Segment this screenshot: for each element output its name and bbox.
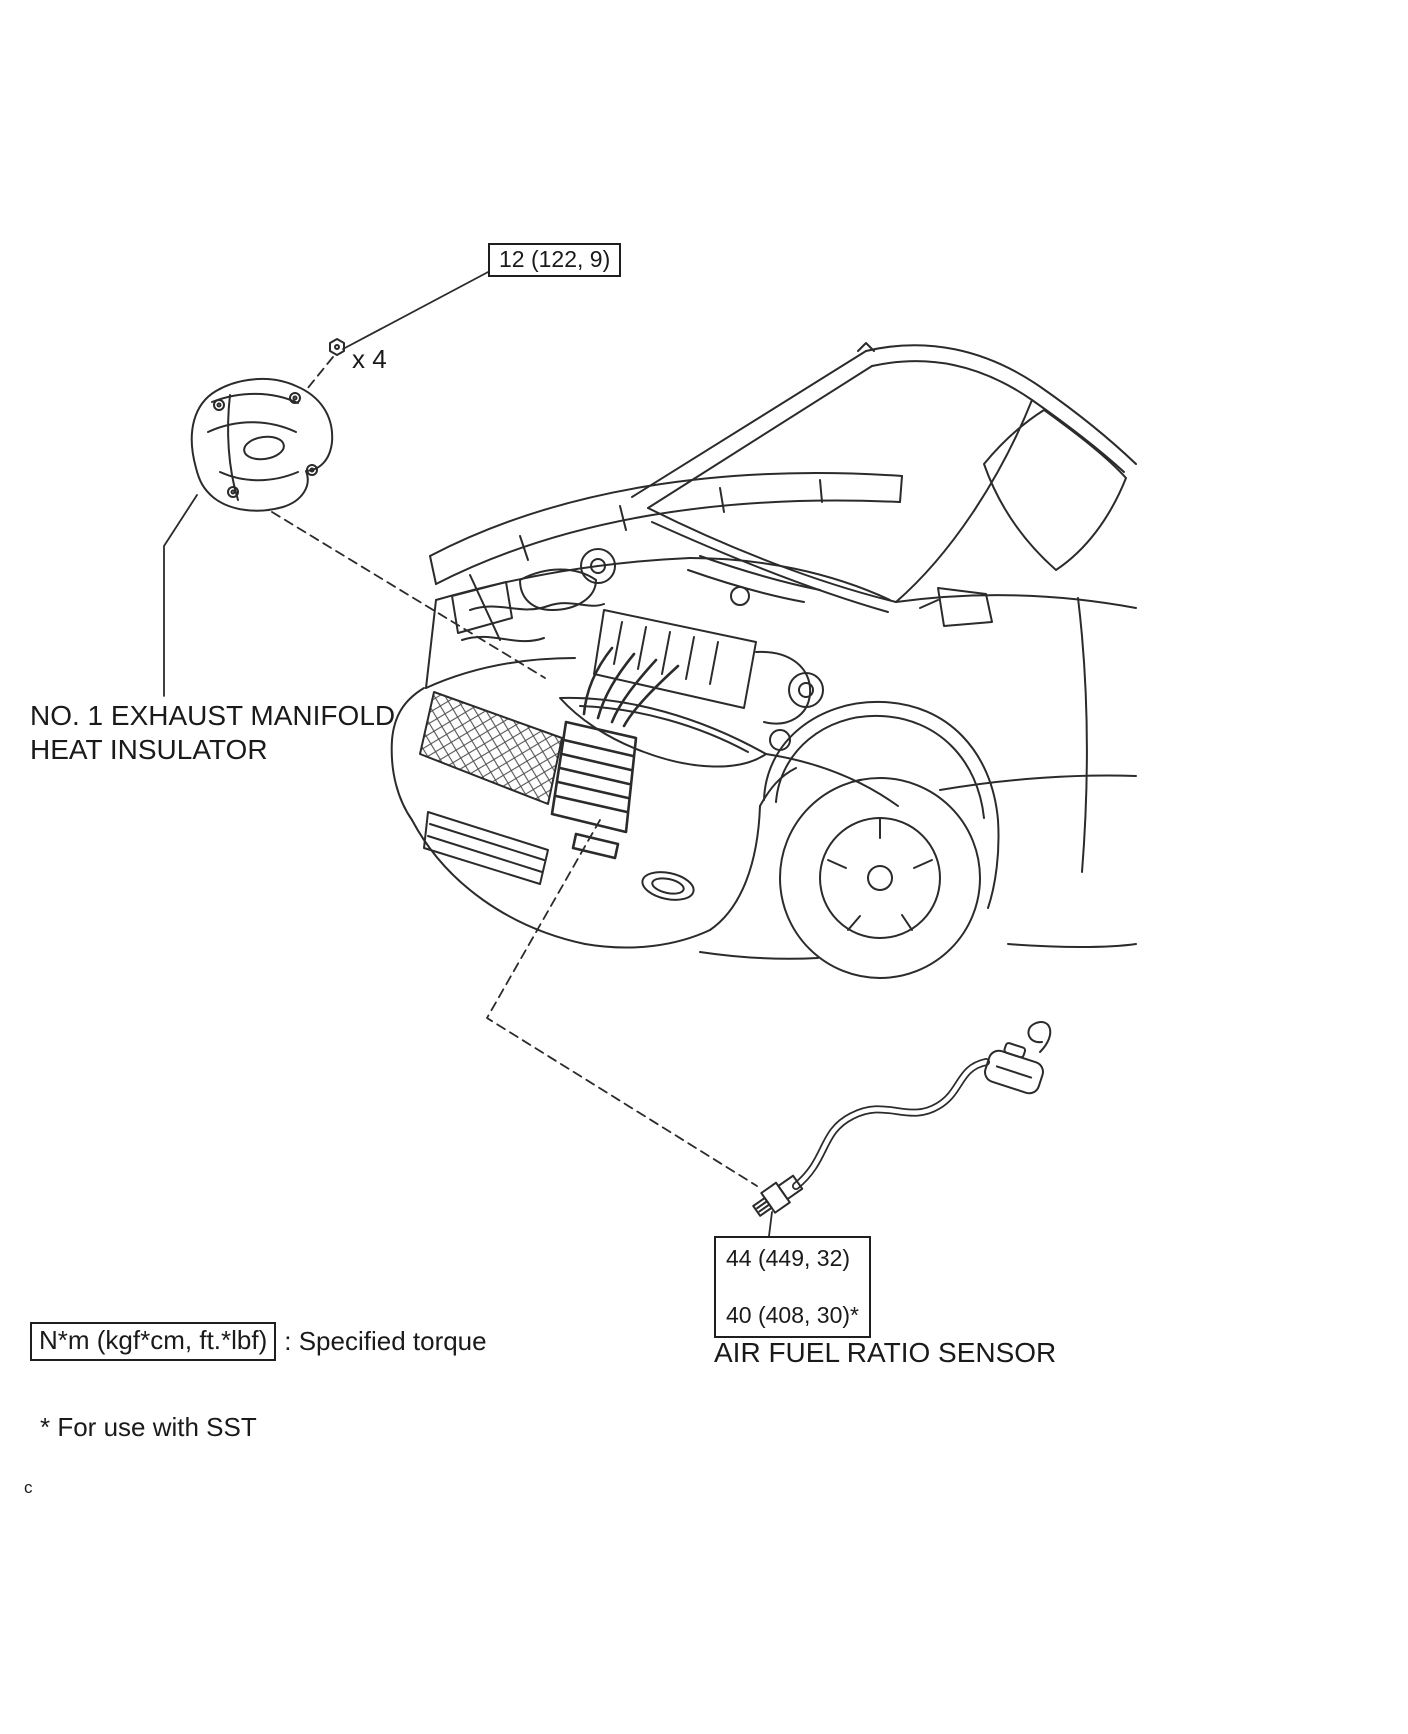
torque-legend: N*m (kgf*cm, ft.*lbf) : Specified torque xyxy=(30,1322,487,1361)
vehicle-front-view xyxy=(390,342,1137,979)
bolt-icon xyxy=(329,338,345,356)
no-1-exhaust-manifold-heat-insulator-drawing xyxy=(190,377,334,512)
insulator-label-line1: NO. 1 EXHAUST MANIFOLD xyxy=(30,700,396,731)
insulator-label: NO. 1 EXHAUST MANIFOLD HEAT INSULATOR xyxy=(30,699,395,767)
torque-legend-text: : Specified torque xyxy=(284,1326,487,1356)
sensor-torque-callout: 44 (449, 32) 40 (408, 30)* xyxy=(714,1236,871,1338)
dashed-locator-lines xyxy=(271,356,758,1187)
sensor-torque-line2: 40 (408, 30)* xyxy=(726,1301,859,1328)
sst-footnote: * For use with SST xyxy=(40,1412,257,1442)
leader-lines xyxy=(163,270,773,1237)
air-fuel-ratio-sensor-drawing xyxy=(752,1021,1052,1217)
bolt-torque-callout: 12 (122, 9) xyxy=(488,243,622,278)
sensor-torque-line1: 44 (449, 32) xyxy=(726,1245,851,1271)
sensor-label: AIR FUEL RATIO SENSOR xyxy=(714,1337,1057,1368)
insulator-label-line2: HEAT INSULATOR xyxy=(30,734,268,766)
torque-unit-box: N*m (kgf*cm, ft.*lbf) xyxy=(30,1322,277,1361)
bolt-count-label: x 4 xyxy=(352,344,387,374)
page-mark: c xyxy=(24,1478,33,1497)
